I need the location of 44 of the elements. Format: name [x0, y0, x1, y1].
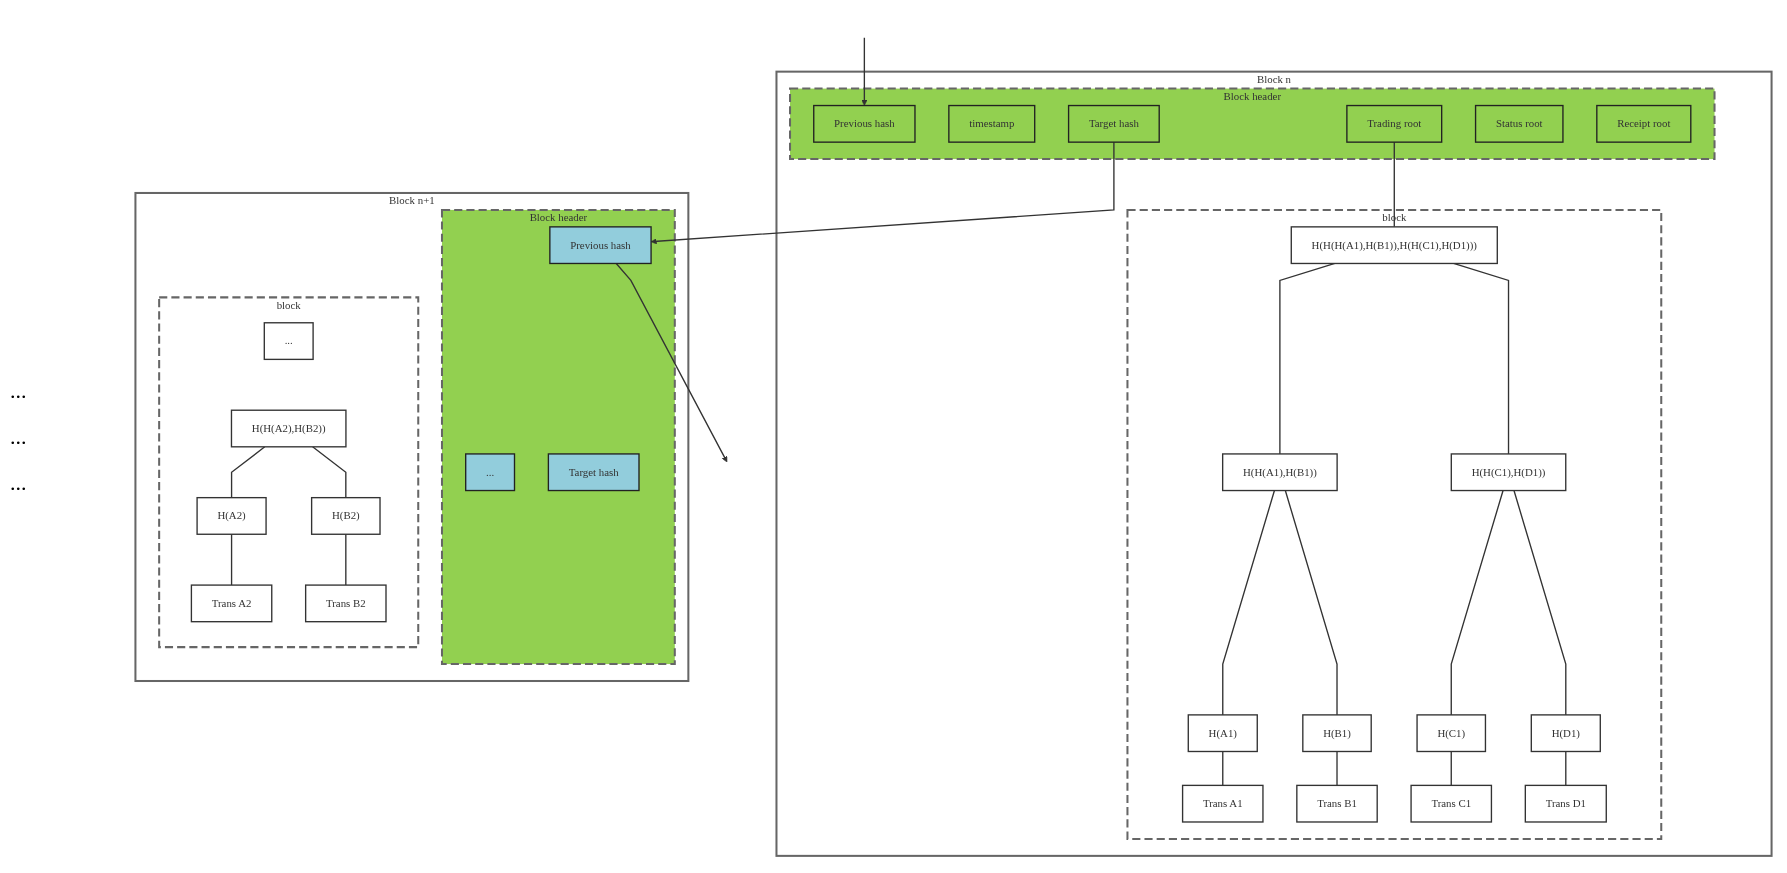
connector [230, 533, 233, 586]
connector [1450, 750, 1452, 786]
connector [1565, 750, 1567, 786]
ellipsis-label: ... [10, 423, 28, 450]
node-box: H(H(A2),H(B2)) [230, 409, 347, 448]
connector [1336, 750, 1338, 786]
node-box: Status root [1474, 104, 1564, 143]
node-box: Trans B1 [1296, 784, 1378, 823]
node-box: H(H(A1),H(B1)) [1222, 453, 1338, 492]
connector [1222, 489, 1276, 716]
node-box: Previous hash [813, 104, 916, 143]
node-box: Previous hash [549, 226, 652, 264]
node-box: Target hash [1067, 104, 1160, 143]
node-box: Trans A2 [190, 584, 273, 623]
node-box: H(A2) [196, 496, 267, 535]
connector [1393, 141, 1395, 228]
connector [311, 446, 347, 499]
node-box: Trading root [1346, 104, 1443, 143]
connector [1222, 750, 1224, 786]
node-box: timestamp [948, 104, 1036, 143]
connector [1284, 489, 1338, 716]
node-box: Target hash [547, 453, 640, 492]
connector [1450, 489, 1504, 716]
node-box: Trans C1 [1410, 784, 1493, 823]
node-box: H(H(C1),H(D1)) [1450, 453, 1567, 492]
node-box: H(D1) [1530, 714, 1601, 752]
ellipsis-label: ... [10, 469, 28, 496]
connector [345, 533, 347, 586]
node-box: ... [263, 321, 314, 360]
ellipsis-label: ... [10, 377, 28, 404]
node-box: H(B1) [1302, 714, 1372, 752]
arrow [861, 36, 868, 106]
connector [230, 446, 266, 499]
node-box: H(C1) [1416, 714, 1487, 752]
node-box: Trans A1 [1181, 784, 1264, 823]
connector [1513, 489, 1567, 716]
node-box: ... [465, 453, 516, 492]
node-box: H(B2) [310, 496, 381, 535]
arrow [615, 262, 728, 463]
node-box: Receipt root [1596, 104, 1692, 143]
node-box: H(H(H(A1),H(B1)),H(H(C1),H(D1))) [1290, 226, 1498, 264]
node-box: Trans D1 [1524, 784, 1607, 823]
node-box: Trans B2 [304, 584, 387, 623]
node-box: H(A1) [1187, 714, 1258, 752]
